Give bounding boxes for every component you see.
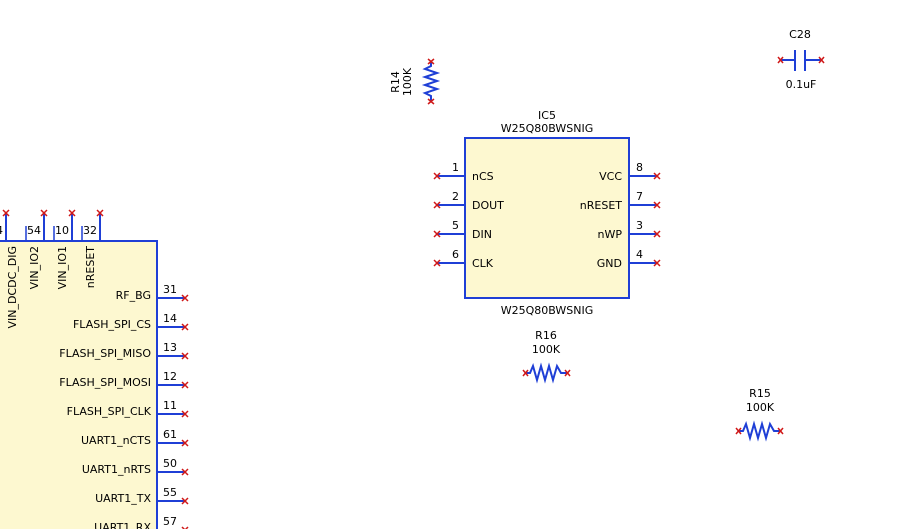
main-ic-right-pin-number: 13 — [163, 341, 177, 354]
ic5-pin-label: VCC — [599, 170, 622, 183]
ic5-pin-number: 8 — [636, 161, 643, 174]
main-ic-right-pin-13: 13 FLASH_SPI_MISO — [59, 341, 189, 360]
ic5-pin-number: 1 — [452, 161, 459, 174]
r16-ref: R16 — [535, 329, 557, 342]
main-ic-top-pin-label: nRESET — [84, 246, 97, 288]
ic5-pin-number: 5 — [452, 219, 459, 232]
r16-pin-ends — [522, 369, 571, 377]
main-ic-right-pin-number: 11 — [163, 399, 177, 412]
main-ic-right-pin-label: UART1_nCTS — [81, 434, 151, 447]
ic5-pin-label: DIN — [472, 228, 492, 241]
r14-value: 100K — [401, 67, 414, 96]
r15-ref: R15 — [749, 387, 771, 400]
main-ic-right-pin-55: 55 UART1_TX — [95, 486, 189, 505]
main-ic-right-pin-label: FLASH_SPI_CLK — [67, 405, 152, 418]
ic5-pin-label: CLK — [472, 257, 494, 270]
ic5-pin-number: 3 — [636, 219, 643, 232]
main-ic-right-pin-14: 14 FLASH_SPI_CS — [73, 312, 189, 331]
ic5-pin-label: GND — [597, 257, 622, 270]
ic5-body — [464, 137, 630, 299]
main-ic-right-pin-label: FLASH_SPI_MISO — [59, 347, 151, 360]
main-ic-right-pin-57: 57 UART1_RX — [94, 515, 189, 529]
ic5-part-bottom: W25Q80BWSNIG — [501, 304, 594, 317]
main-ic-right-pin-label: RF_BG — [116, 289, 151, 302]
c28-value: 0.1uF — [786, 78, 817, 91]
ic5-pin-label: nRESET — [580, 199, 622, 212]
c28: C28 0.1uF — [777, 28, 825, 91]
main-ic-top-pin-32: 32 nRESET — [83, 209, 104, 288]
ic5-pin-number: 4 — [636, 248, 643, 261]
main-ic-right-pin-50: 50 UART1_nRTS — [82, 457, 189, 476]
r15: R15 100K — [735, 387, 784, 442]
r15-symbol — [738, 420, 781, 442]
r14-pin-ends — [427, 58, 435, 105]
main-ic-top-pin-number: 32 — [83, 224, 97, 237]
main-ic-right-pin-label: UART1_TX — [95, 492, 151, 505]
main-ic-right-pin-12: 12 FLASH_SPI_MOSI — [59, 370, 189, 389]
r14-symbol — [421, 62, 441, 101]
main-ic-right-pin-label: FLASH_SPI_CS — [73, 318, 151, 331]
r14-ref: R14 — [389, 71, 402, 93]
ic5-part-top: W25Q80BWSNIG — [501, 122, 594, 135]
r16-symbol — [525, 362, 568, 384]
ic5-pin-number: 6 — [452, 248, 459, 261]
main-ic-right-pin-label: UART1_nRTS — [82, 463, 151, 476]
ic5-left-pin-1: 1 nCS — [433, 161, 494, 183]
r15-value: 100K — [746, 401, 775, 414]
ic5-right-pin-3: 3 nWP — [598, 219, 661, 241]
main-ic-right-pin-11: 11 FLASH_SPI_CLK — [67, 399, 189, 418]
ic5-ref: IC5 — [538, 109, 556, 122]
r15-pin-ends — [735, 427, 784, 435]
main-ic-right-pin-61: 61 UART1_nCTS — [81, 428, 189, 447]
main-ic-right-pin-number: 57 — [163, 515, 177, 528]
main-ic-top-pin-label: VIN_IO1 — [56, 246, 69, 289]
main-ic-top-pin-44: 44VIN_DCDC_DIG — [0, 209, 19, 329]
main-ic-top-pin-label: VIN_IO2 — [28, 246, 41, 289]
main-ic-top-pin-number: 44 — [0, 224, 3, 237]
ic5-pin-label: nWP — [598, 228, 623, 241]
main-ic-body — [0, 240, 158, 529]
main-ic-top-pin-label: VIN_DCDC_DIG — [6, 246, 19, 329]
ic5-pin-label: nCS — [472, 170, 494, 183]
ic5-pin-number: 7 — [636, 190, 643, 203]
main-ic-right-pin-label: UART1_RX — [94, 521, 151, 529]
ic5-right-pin-7: 7 nRESET — [580, 190, 661, 212]
r14: R14 100K — [389, 58, 441, 105]
ic5-pin-number: 2 — [452, 190, 459, 203]
c28-ref: C28 — [789, 28, 811, 41]
main-ic-right-pin-number: 14 — [163, 312, 177, 325]
ic5-pin-label: DOUT — [472, 199, 504, 212]
main-ic-top-pin-number: 54 — [27, 224, 41, 237]
r16-value: 100K — [532, 343, 561, 356]
main-ic-top-pin-number: 10 — [55, 224, 69, 237]
main-ic-right-pin-label: FLASH_SPI_MOSI — [59, 376, 151, 389]
main-ic-right-pin-number: 61 — [163, 428, 177, 441]
main-ic-right-pin-number: 12 — [163, 370, 177, 383]
main-ic-right-pin-number: 31 — [163, 283, 177, 296]
r16: R16 100K — [522, 329, 571, 384]
c28-pin-ends — [777, 56, 825, 64]
main-ic-right-pin-31: 31 RF_BG — [116, 283, 189, 302]
main-ic-right-pin-number: 50 — [163, 457, 177, 470]
main-ic-right-pin-number: 55 — [163, 486, 177, 499]
